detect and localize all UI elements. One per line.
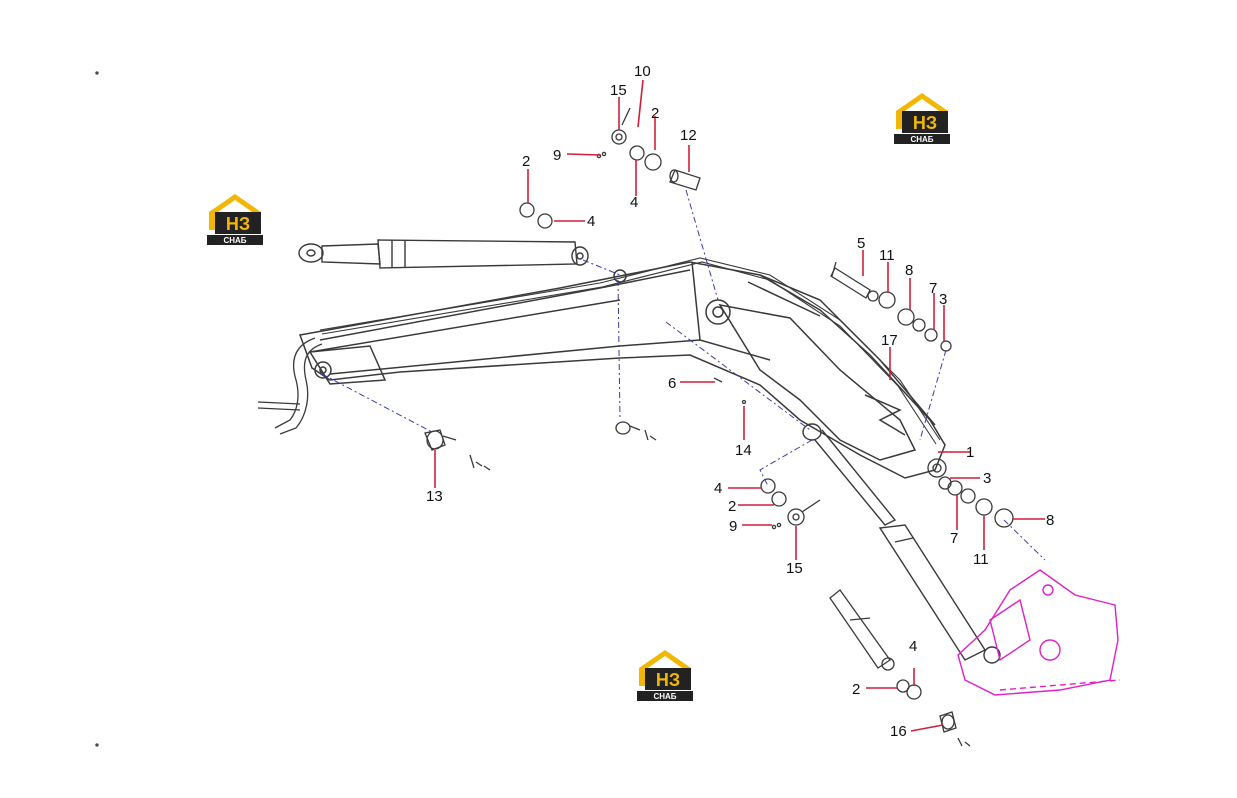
callout-13: 13 bbox=[426, 488, 443, 505]
callout-2c: 2 bbox=[728, 498, 736, 515]
callout-1: 1 bbox=[966, 444, 974, 461]
svg-text:НЗ: НЗ bbox=[656, 670, 680, 690]
svg-text:НЗ: НЗ bbox=[226, 214, 250, 234]
callout-11b: 11 bbox=[973, 551, 989, 568]
callout-4c: 4 bbox=[714, 480, 722, 497]
callout-labels: 10 15 2 9 12 2 4 4 5 11 8 7 3 17 6 14 1 … bbox=[426, 63, 1054, 740]
boom-hoses bbox=[319, 257, 941, 445]
callout-12: 12 bbox=[680, 127, 697, 144]
callout-3b: 3 bbox=[983, 470, 991, 487]
callout-5: 5 bbox=[857, 235, 865, 252]
callout-17: 17 bbox=[881, 332, 898, 349]
callout-8b: 8 bbox=[1046, 512, 1054, 529]
boom-cylinder bbox=[298, 239, 589, 269]
callout-6: 6 bbox=[668, 375, 676, 392]
callout-9a: 9 bbox=[553, 147, 561, 164]
callout-11a: 11 bbox=[879, 247, 895, 264]
leader-lines bbox=[434, 79, 1045, 732]
svg-text:НЗ: НЗ bbox=[913, 113, 937, 133]
callout-7b: 7 bbox=[950, 530, 958, 547]
callout-4b: 4 bbox=[587, 213, 595, 230]
hardware-parts bbox=[95, 71, 1014, 747]
callout-14: 14 bbox=[735, 442, 752, 459]
svg-text:СНАБ: СНАБ bbox=[653, 692, 676, 701]
callout-2b: 2 bbox=[522, 153, 530, 170]
callout-15b: 15 bbox=[786, 560, 803, 577]
nz-snab-logo: НЗ СНАБ bbox=[205, 190, 265, 246]
callout-15a: 15 bbox=[610, 82, 627, 99]
callout-4a: 4 bbox=[630, 194, 638, 211]
callout-7a: 7 bbox=[929, 280, 937, 297]
alignment-lines bbox=[321, 189, 1046, 561]
bucket-link bbox=[957, 569, 1121, 696]
callout-4d: 4 bbox=[909, 638, 917, 655]
svg-text:СНАБ: СНАБ bbox=[910, 135, 933, 144]
callout-2a: 2 bbox=[651, 105, 659, 122]
callout-16: 16 bbox=[890, 723, 907, 740]
callout-3a: 3 bbox=[939, 291, 947, 308]
callout-10a: 10 bbox=[634, 63, 651, 80]
nz-snab-logo: НЗ СНАБ bbox=[635, 646, 695, 702]
svg-text:СНАБ: СНАБ bbox=[223, 236, 246, 245]
callout-2d: 2 bbox=[852, 681, 860, 698]
boom-body bbox=[298, 261, 946, 479]
bucket-cylinder bbox=[829, 589, 895, 671]
callout-8a: 8 bbox=[905, 262, 913, 279]
nz-snab-logo: НЗ СНАБ bbox=[892, 89, 952, 145]
callout-9b: 9 bbox=[729, 518, 737, 535]
